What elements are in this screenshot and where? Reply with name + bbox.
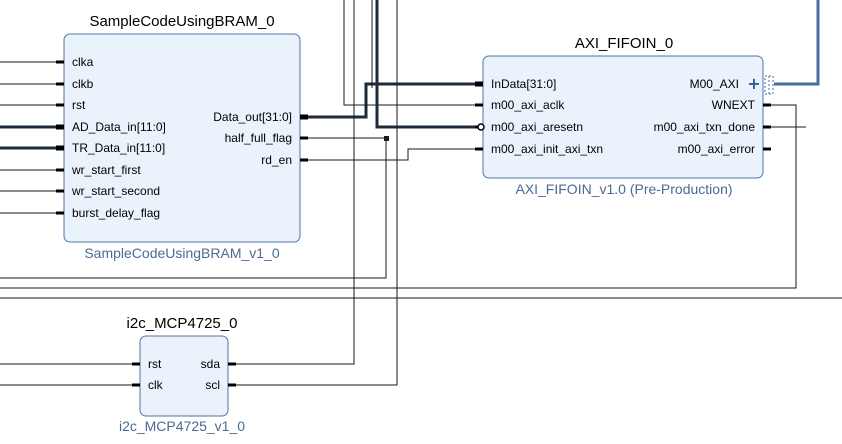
pin-data-out: Data_out[31:0]	[213, 110, 292, 124]
pin-clkb: clkb	[72, 77, 94, 91]
pin-rst: rst	[148, 357, 162, 371]
block-title: i2c_MCP4725_0	[127, 315, 238, 332]
pin-m00-axi-aresetn: m00_axi_aresetn	[491, 120, 583, 134]
pin-burst-delay-flag: burst_delay_flag	[72, 206, 160, 220]
pin-scl: scl	[205, 378, 220, 392]
pin-ad-data-in: AD_Data_in[11:0]	[72, 120, 166, 134]
wire-sda[interactable]	[236, 0, 355, 365]
block-body[interactable]	[482, 55, 764, 179]
block-subtitle: i2c_MCP4725_v1_0	[119, 418, 245, 434]
wires	[0, 0, 842, 386]
block-body[interactable]	[139, 335, 229, 417]
block-i2c-mcp4725[interactable]: i2c_MCP4725_0 i2c_MCP4725_v1_0 rst clk sda…	[119, 315, 245, 434]
block-bram[interactable]: SampleCodeUsingBRAM_0 SampleCodeUsingBRA…	[56, 13, 308, 261]
block-axi-fifoin[interactable]: AXI_FIFOIN_0 AXI_FIFOIN_v1.0 (Pre-Produc…	[475, 35, 774, 197]
pin-m00-axi-txn-done: m00_axi_txn_done	[654, 120, 756, 134]
pin-m00-axi-error: m00_axi_error	[678, 142, 755, 156]
wire-m00-axi[interactable]	[774, 0, 820, 86]
bus-interface-icon[interactable]	[764, 75, 774, 95]
pin-m00-axi-aclk: m00_axi_aclk	[491, 98, 565, 112]
pin-m00-axi-init-axi-txn: m00_axi_init_axi_txn	[491, 142, 603, 156]
pin-rd-en: rd_en	[261, 153, 292, 167]
active-low-icon	[477, 123, 485, 131]
pin-half-full-flag: half_full_flag	[225, 131, 292, 145]
pin-indata: InData[31:0]	[491, 77, 556, 91]
block-subtitle: SampleCodeUsingBRAM_v1_0	[84, 245, 280, 261]
plus-icon[interactable]: +	[747, 74, 760, 93]
wire-half-full-flag[interactable]	[0, 137, 387, 279]
block-title: AXI_FIFOIN_0	[575, 35, 673, 52]
wire-aresetn[interactable]	[375, 0, 475, 129]
wire-junction	[384, 136, 389, 141]
pin-rst: rst	[72, 98, 86, 112]
pin-wnext: WNEXT	[712, 98, 756, 112]
wire-rd-en[interactable]	[308, 148, 475, 161]
pin-tr-data-in: TR_Data_in[11:0]	[72, 141, 165, 155]
pin-group: InData[31:0]m00_axi_aclkm00_axi_aresetnm…	[475, 77, 771, 156]
wire-data-out[interactable]	[308, 82, 475, 119]
wire-scl[interactable]	[236, 0, 398, 386]
pin-wr-start-second: wr_start_second	[71, 184, 160, 198]
wire-wnext[interactable]	[0, 104, 797, 289]
block-subtitle: AXI_FIFOIN_v1.0 (Pre-Production)	[515, 181, 732, 197]
wire-aclk[interactable]	[343, 0, 475, 106]
pin-clk: clk	[148, 378, 164, 392]
pin-m00-axi: M00_AXI	[690, 77, 739, 91]
pin-wr-start-first: wr_start_first	[71, 163, 141, 177]
pin-sda: sda	[201, 357, 221, 371]
block-title: SampleCodeUsingBRAM_0	[89, 13, 274, 30]
pin-clka: clka	[72, 55, 94, 69]
pin-group: rst clk sda scl	[132, 357, 236, 392]
